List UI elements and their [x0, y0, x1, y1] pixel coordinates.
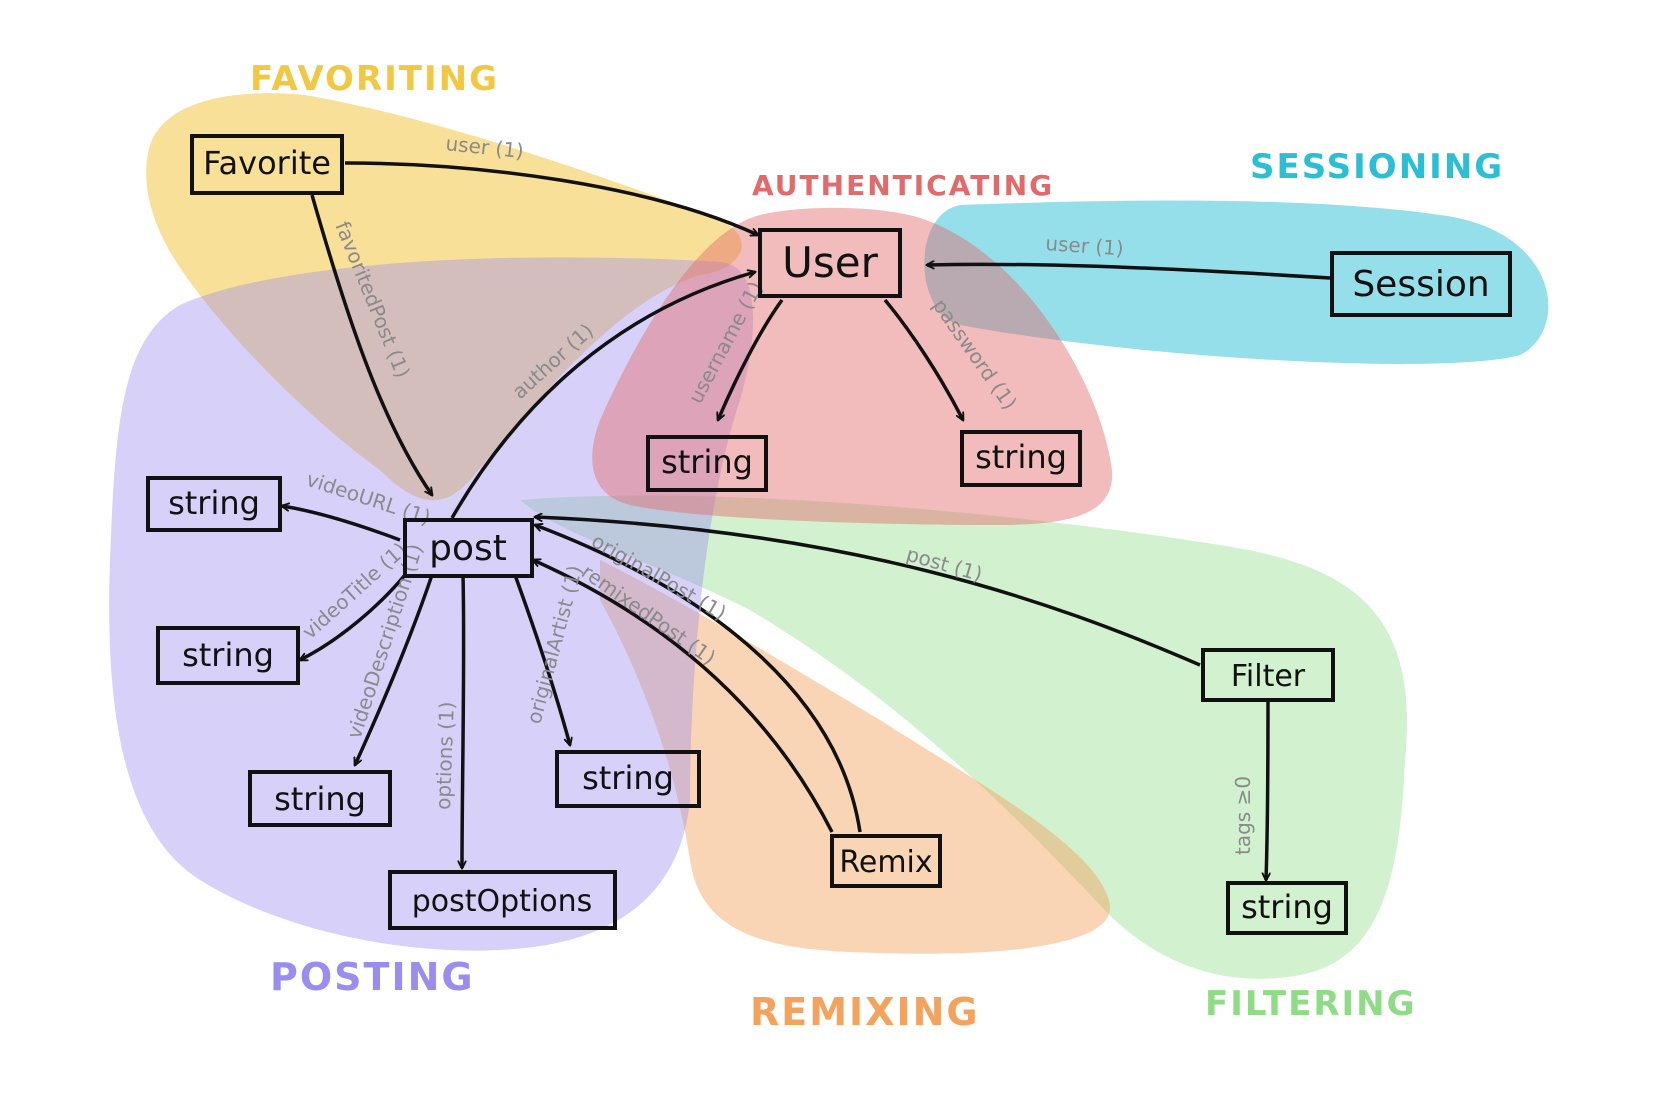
node-post-label: post — [429, 528, 507, 569]
sessioning-region — [924, 200, 1549, 364]
node-string-username-label: string — [661, 443, 753, 481]
sessioning-label: SESSIONING — [1250, 147, 1504, 187]
edge-remix-original-post — [535, 525, 862, 833]
edge-label-session-user: user (1) — [1045, 231, 1125, 260]
filtering-label: FILTERING — [1205, 984, 1417, 1024]
edge-label-post-options: options (1) — [431, 701, 459, 810]
node-string-video-title-label: string — [182, 636, 274, 674]
node-string-password: string — [960, 430, 1082, 487]
node-post-options-label: postOptions — [412, 884, 593, 919]
edge-post-author — [450, 272, 755, 519]
node-remix: Remix — [830, 834, 942, 888]
posting-region — [109, 257, 754, 951]
edge-user-password — [883, 298, 965, 420]
edge-post-options — [462, 574, 464, 868]
node-string-video-url: string — [146, 476, 282, 532]
node-string-password-label: string — [975, 438, 1067, 476]
node-string-original-artist-label: string — [582, 759, 674, 797]
edge-user-username — [718, 298, 784, 420]
edge-favorite-user — [344, 161, 758, 237]
edge-session-user — [927, 264, 1331, 280]
edge-post-video-title — [300, 573, 407, 662]
node-post: post — [403, 518, 534, 578]
edge-label-filter-tags: tags ≥0 — [1231, 776, 1255, 855]
node-post-options: postOptions — [388, 870, 617, 930]
favoriting-label: FAVORITING — [250, 59, 499, 99]
authenticating-region — [592, 207, 1113, 526]
remixing-label: REMIXING — [750, 990, 980, 1034]
node-session-label: Session — [1352, 264, 1489, 305]
edge-filter-post — [535, 517, 1201, 667]
remixing-region — [600, 560, 1111, 954]
node-favorite-label: Favorite — [203, 144, 331, 182]
node-favorite: Favorite — [190, 134, 344, 195]
filtering-region — [520, 495, 1408, 979]
edge-post-video-url — [282, 506, 401, 542]
edge-post-original-artist — [513, 574, 570, 745]
node-user-label: User — [782, 238, 878, 287]
edge-remix-remixed-post — [533, 560, 834, 833]
node-string-tags: string — [1226, 881, 1348, 935]
node-string-tags-label: string — [1241, 888, 1333, 926]
node-string-video-url-label: string — [168, 484, 260, 522]
node-session: Session — [1330, 251, 1512, 317]
node-string-original-artist: string — [555, 750, 701, 808]
edge-post-video-description — [353, 574, 434, 765]
node-string-video-description-label: string — [274, 780, 366, 818]
edge-filter-tags — [1266, 697, 1268, 880]
node-string-video-description: string — [248, 770, 392, 827]
node-string-username: string — [646, 435, 768, 492]
node-string-video-title: string — [156, 626, 300, 685]
authenticating-label: AUTHENTICATING — [752, 169, 1054, 202]
posting-label: POSTING — [270, 955, 475, 999]
node-filter: Filter — [1201, 648, 1335, 702]
node-user: User — [758, 228, 902, 298]
node-filter-label: Filter — [1231, 659, 1306, 694]
edge-favorite-post — [310, 194, 434, 495]
node-remix-label: Remix — [839, 845, 932, 880]
